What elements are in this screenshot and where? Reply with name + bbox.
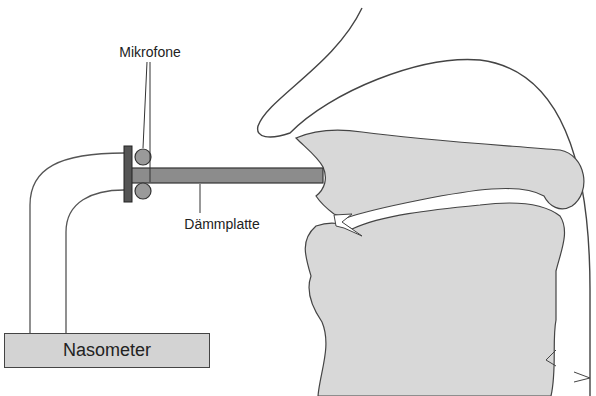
- device-box: Nasometer: [4, 333, 210, 368]
- holder-bar: [124, 146, 132, 202]
- microphone: [135, 149, 151, 165]
- microphone: [135, 183, 151, 199]
- box-label: Nasometer: [63, 340, 151, 361]
- leader-line: [150, 62, 151, 182]
- cable: [30, 153, 124, 333]
- leader-line: [200, 184, 201, 213]
- head-outline: [258, 8, 590, 396]
- nasal-palate-region: [296, 130, 584, 218]
- mouth-opening: [334, 214, 362, 236]
- larynx-detail: [546, 350, 590, 382]
- tongue-jaw-region: [305, 203, 564, 396]
- part-label: Mikrofone: [118, 44, 181, 60]
- part-label: Dämmplatte: [183, 216, 260, 232]
- leader-line: [143, 62, 147, 148]
- damping-plate: [131, 168, 323, 183]
- cable: [66, 190, 124, 333]
